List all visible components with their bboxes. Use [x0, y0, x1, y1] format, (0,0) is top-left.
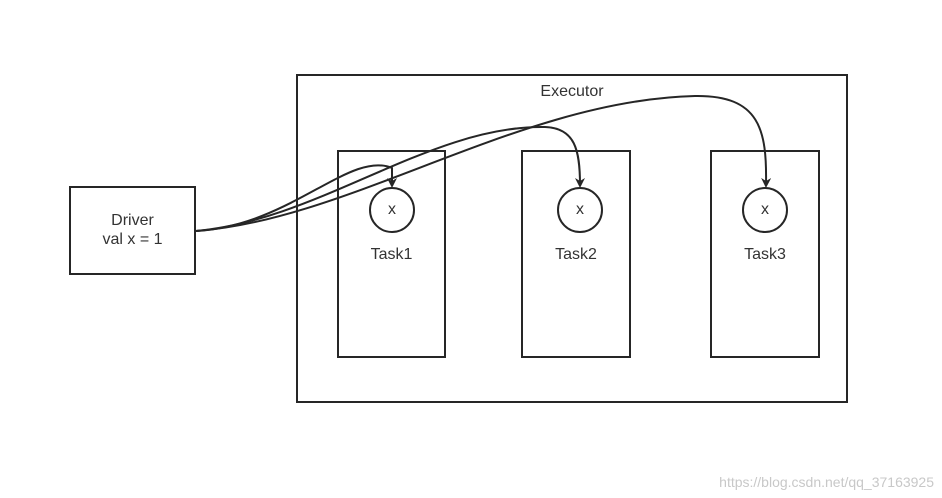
- task3-variable-circle: [742, 187, 788, 233]
- task2-label: Task2: [555, 246, 597, 263]
- task2-variable-circle: [557, 187, 603, 233]
- driver-value: val x = 1: [102, 231, 163, 248]
- connector-driver-task2: [195, 125, 585, 232]
- connector-driver-task3: [195, 94, 772, 232]
- task1-variable-label: x: [388, 201, 396, 218]
- watermark-text: https://blog.csdn.net/qq_37163925: [719, 474, 934, 490]
- executor-label: Executor: [540, 83, 604, 100]
- executor-box: [296, 74, 848, 403]
- task1-variable-circle: [369, 187, 415, 233]
- driver-label: Driver val x = 1: [70, 211, 195, 249]
- driver-title: Driver: [111, 212, 154, 229]
- task3-variable-label: x: [761, 201, 769, 218]
- task1-label: Task1: [370, 246, 413, 263]
- task3-label: Task3: [744, 246, 786, 263]
- driver-box: [69, 186, 196, 275]
- task2-variable-label: x: [576, 201, 584, 218]
